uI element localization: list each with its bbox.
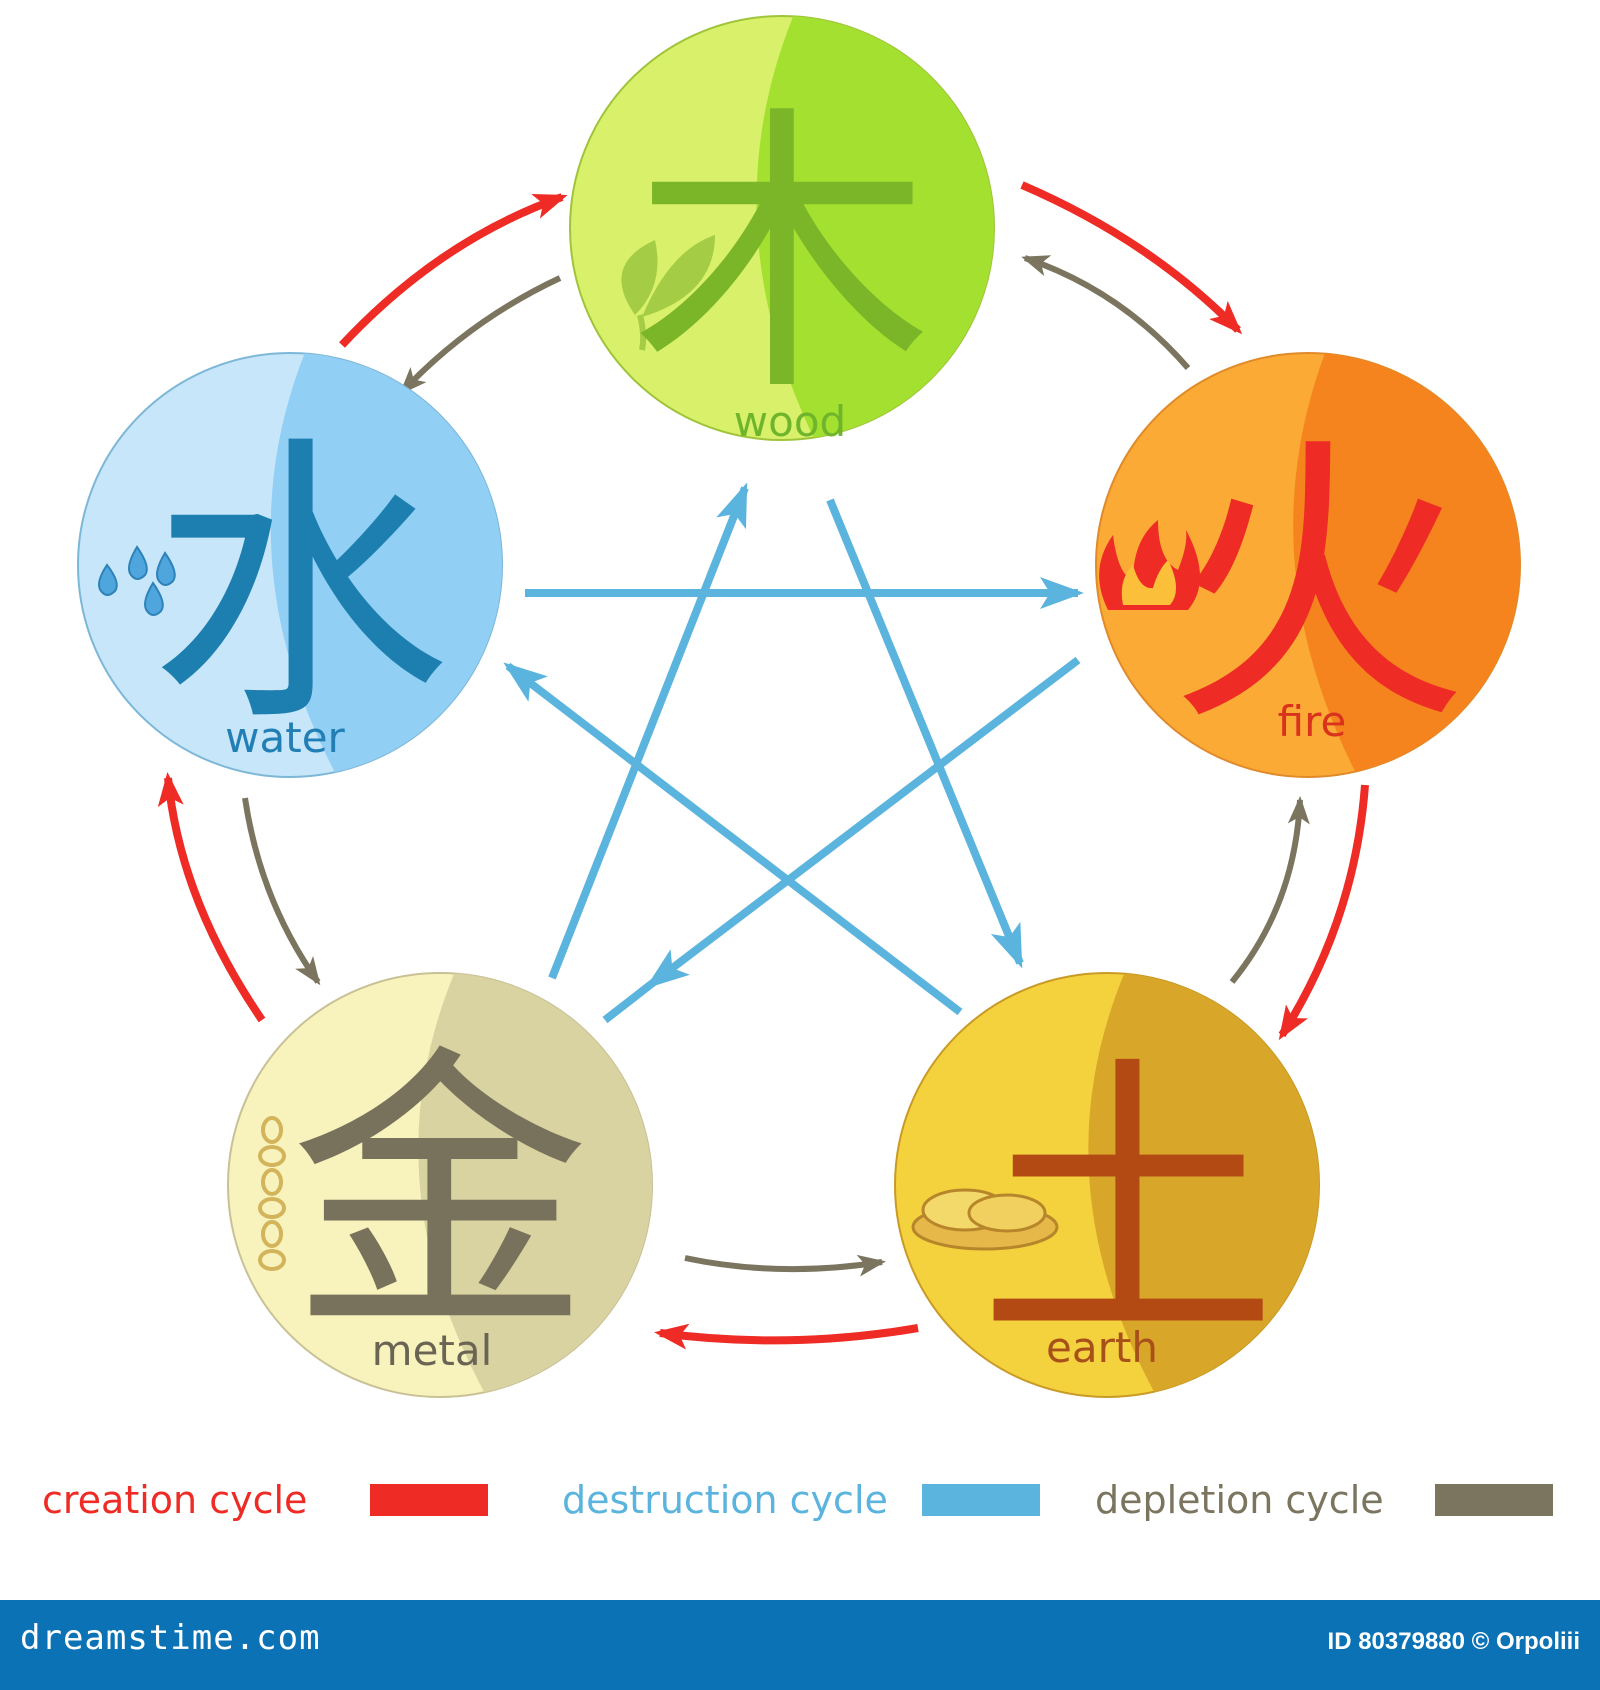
- footer-bar: dreamstime.com ID 80379880 © Orpoliii: [0, 1600, 1600, 1690]
- footer-brand[interactable]: dreamstime.com: [20, 1618, 321, 1658]
- chain-icon: [258, 1116, 286, 1271]
- element-fire: 火 fire: [1095, 352, 1521, 778]
- legend-depletion: depletion cycle: [1095, 1460, 1565, 1540]
- metal-label: metal: [372, 1326, 493, 1375]
- creation-cycle: [157, 181, 1369, 1350]
- legend-depletion-label: depletion cycle: [1095, 1478, 1384, 1522]
- fire-circle-shade: [1293, 353, 1520, 777]
- element-wood: 木 wood: [569, 15, 995, 446]
- creation-arrow-earth-metal: [654, 1323, 919, 1350]
- legend: creation cycle destruction cycle depleti…: [0, 1460, 1600, 1540]
- flame-icon: [1099, 520, 1201, 610]
- earth-character: 土: [978, 1032, 1278, 1381]
- water-character: 水: [150, 412, 450, 761]
- earth-circle-shade: [1088, 973, 1319, 1397]
- legend-destruction-label: destruction cycle: [562, 1478, 888, 1522]
- depletion-arrow-water-metal: [242, 797, 321, 986]
- depletion-arrow-earth-fire: [1229, 796, 1310, 984]
- sprout-icon: [621, 235, 715, 351]
- fire-label: fire: [1278, 697, 1347, 746]
- creation-arrow-wood-fire: [1020, 181, 1243, 335]
- destruction-arrow-earth-water: [503, 662, 963, 1016]
- element-metal: 金 metal: [227, 972, 653, 1398]
- legend-creation: creation cycle: [42, 1460, 502, 1540]
- creation-arrow-metal-water: [157, 772, 266, 1023]
- depletion-arrow-fire-wood: [1021, 255, 1191, 370]
- metal-circle-shade: [418, 973, 652, 1397]
- wood-circle-shade: [756, 16, 994, 440]
- depletion-cycle: [242, 255, 1310, 1277]
- metal-character: 金: [290, 1022, 590, 1371]
- earth-label: earth: [1046, 1323, 1158, 1372]
- destruction-cycle: [503, 482, 1084, 1024]
- creation-arrow-fire-earth: [1278, 784, 1369, 1041]
- legend-depletion-swatch: [1435, 1484, 1553, 1516]
- element-earth: 土 earth: [894, 972, 1320, 1398]
- five-elements-diagram: 木 wood 火 fire 土 earth: [77, 15, 1521, 1398]
- legend-creation-label: creation cycle: [42, 1478, 308, 1522]
- footer-credit: ID 80379880 © Orpoliii: [1327, 1628, 1580, 1655]
- wood-character: 木: [632, 82, 932, 431]
- wood-label: wood: [734, 397, 846, 446]
- element-water: 水 water: [77, 352, 503, 778]
- water-label: water: [225, 713, 345, 762]
- destruction-line-fire-metal-tail: [602, 981, 653, 1024]
- depletion-arrow-wood-water: [399, 275, 562, 395]
- depletion-arrow-metal-earth: [684, 1254, 886, 1277]
- legend-creation-swatch: [370, 1484, 488, 1516]
- bread-icon: [911, 1188, 1059, 1251]
- droplets-icon: [98, 545, 176, 616]
- destruction-arrow-metal-wood: [548, 482, 749, 980]
- legend-destruction: destruction cycle: [562, 1460, 1062, 1540]
- legend-destruction-swatch: [922, 1484, 1040, 1516]
- creation-arrow-water-wood: [339, 193, 568, 348]
- destruction-arrow-wood-earth: [826, 498, 1024, 969]
- fire-character: 火: [1168, 412, 1468, 761]
- destruction-arrow-fire-metal: [645, 656, 1081, 989]
- water-circle-shade: [270, 353, 502, 777]
